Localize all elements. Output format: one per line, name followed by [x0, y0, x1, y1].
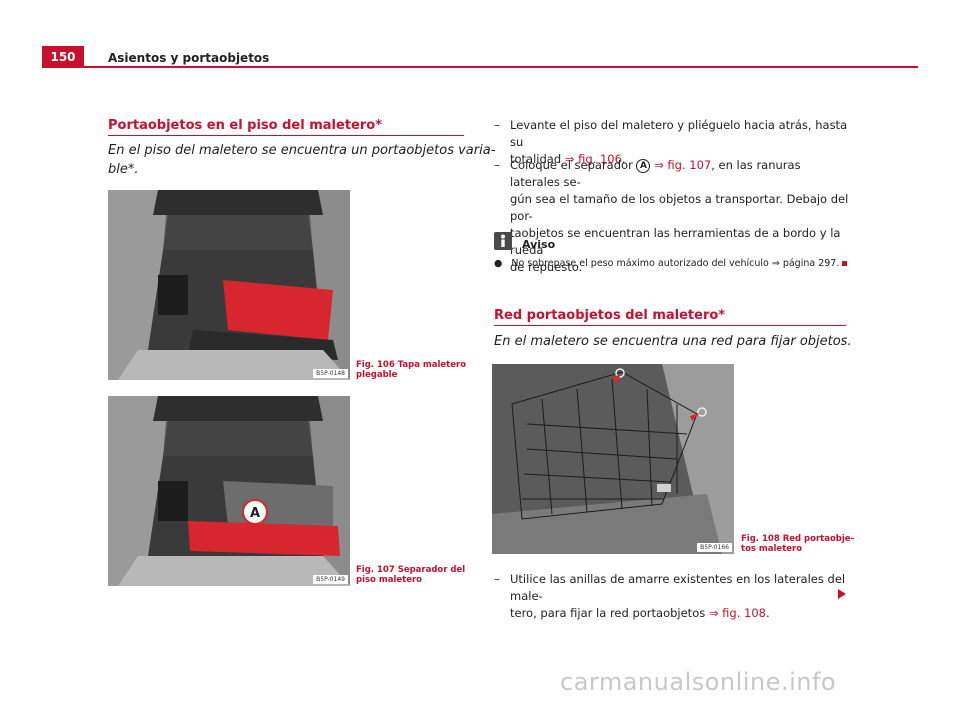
chapter-title: Asientos y portaobjetos — [108, 51, 270, 65]
page-number: 150 — [42, 46, 84, 68]
figure-108-image: B5P-0166 — [492, 364, 734, 554]
section-title-cargo-net: Red portaobjetos del maletero* — [494, 308, 726, 323]
header-rule — [84, 66, 918, 68]
watermark: carmanualsonline.info — [560, 668, 837, 696]
figure-code: B5P-0166 — [697, 543, 732, 552]
section-title-floor-storage: Portaobjetos en el piso del maletero* — [108, 118, 382, 133]
figure-107-marker: A — [250, 506, 260, 521]
step-attach-net: – Utilice las anillas de amarre existent… — [494, 572, 846, 620]
figure-108-caption: Fig. 108 Red portaobje- tos maletero — [741, 534, 855, 554]
step-place-divider: – Coloque el separador A ⇒ fig. 107, en … — [494, 158, 849, 274]
continue-arrow-icon — [838, 589, 846, 599]
section-lead: En el maletero se encuentra una red para… — [494, 334, 852, 349]
section-lead: En el piso del maletero se encuentra un … — [108, 143, 496, 177]
section-rule — [494, 325, 846, 326]
note-text: ● No sobrepase el peso máximo autorizado… — [494, 258, 840, 269]
figure-106-image: B5P-0148 — [108, 190, 350, 380]
figure-code: B5P-0149 — [313, 575, 348, 584]
section-rule — [108, 135, 464, 136]
xref-fig-106[interactable]: ⇒ fig. 106 — [564, 152, 622, 166]
info-icon — [494, 232, 512, 250]
figure-code: B5P-0148 — [313, 369, 348, 378]
end-of-section-mark — [842, 261, 847, 266]
xref-fig-107[interactable]: ⇒ fig. 107 — [650, 158, 712, 172]
step-lift-floor: – Levante el piso del maletero y pliégue… — [494, 118, 848, 166]
marker-a-badge: A — [636, 159, 651, 173]
figure-106-caption: Fig. 106 Tapa maletero plegable — [356, 360, 467, 380]
xref-fig-108[interactable]: ⇒ fig. 108 — [708, 606, 766, 620]
note-title: Aviso — [522, 238, 556, 251]
figure-107-image: A B5P-0149 — [108, 396, 350, 586]
figure-107-caption: Fig. 107 Separador del piso maletero — [356, 565, 466, 585]
